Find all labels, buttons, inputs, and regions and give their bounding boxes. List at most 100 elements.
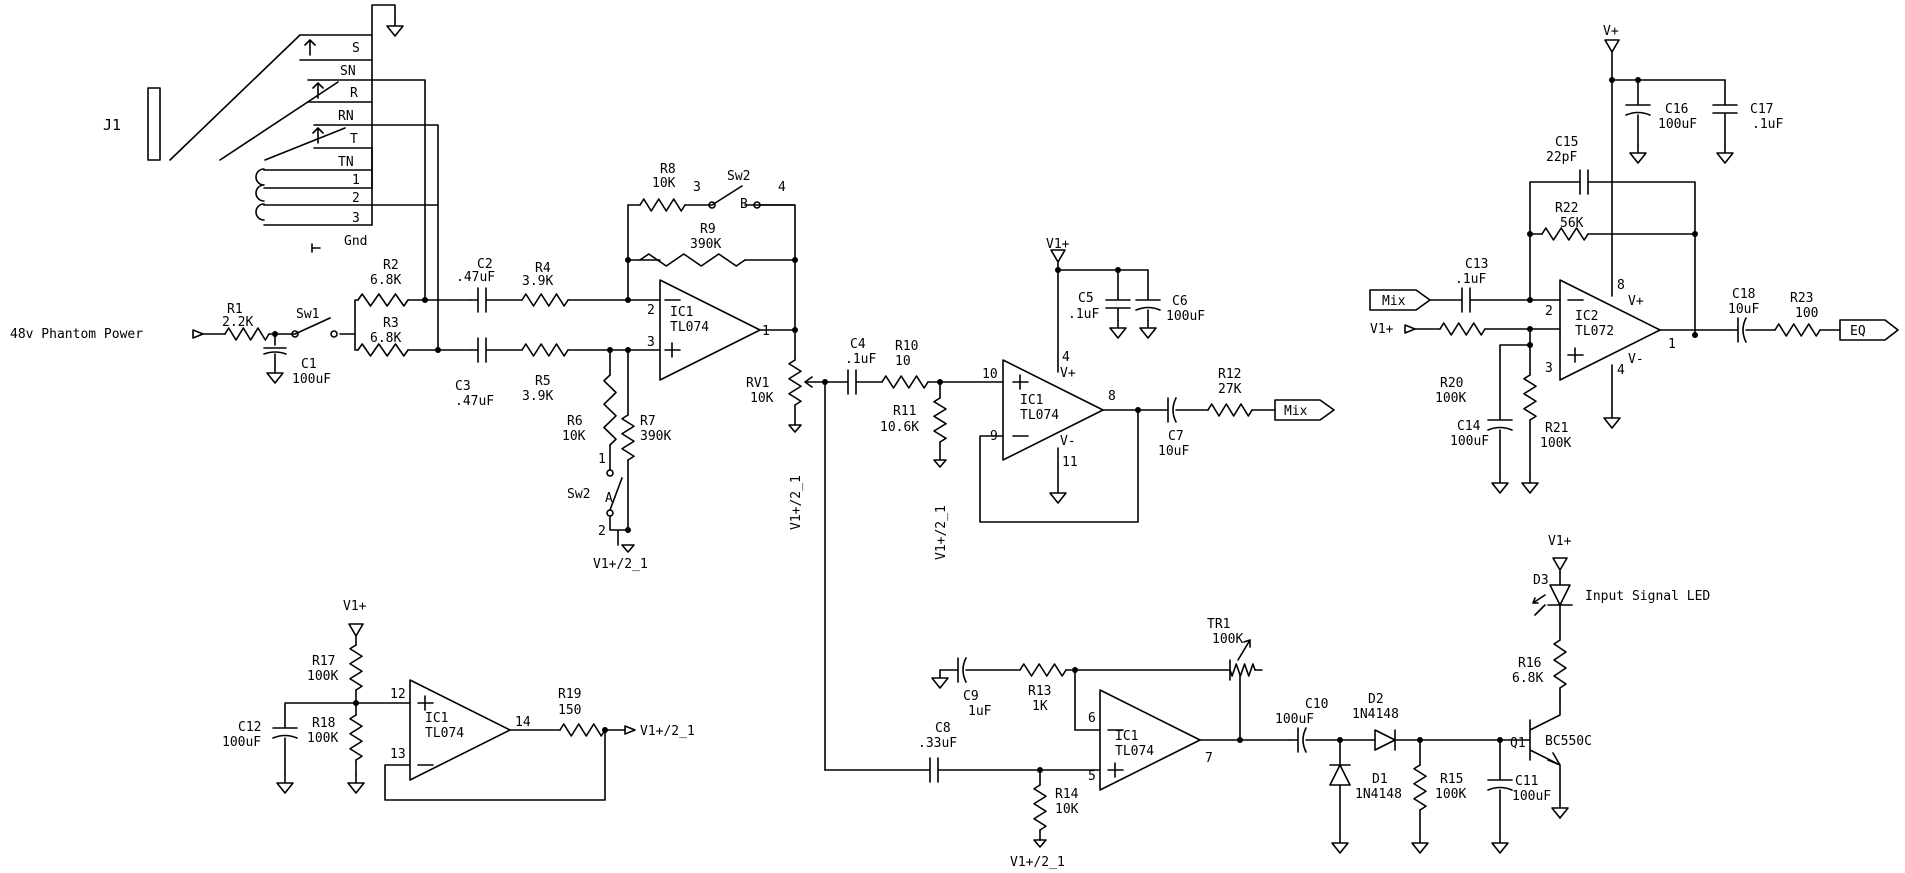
resistor-body [1439, 322, 1486, 336]
ic2-triangle [1559, 279, 1661, 381]
j1-pin-1: 1 [352, 173, 360, 188]
c15-symbol [1579, 169, 1589, 195]
r15-value: 100K [1435, 787, 1466, 802]
ic2-supply-label: V+ [1603, 24, 1619, 39]
r21-value: 100K [1540, 436, 1571, 451]
ic2-vp: V+ [1628, 294, 1644, 309]
junction-dot [1417, 737, 1423, 743]
sw2a-sub: A [605, 491, 613, 506]
q1-symbol [1499, 699, 1561, 801]
feedback-wires [627, 204, 796, 361]
c14-ref: C14 [1457, 419, 1481, 434]
resistor-body [881, 375, 929, 389]
led-stage: C8 .33uF R14 10K V1+/2_1 C9 1uF R13 1K I… [824, 534, 1710, 870]
resistor-body [639, 253, 746, 267]
eq-feedback-wires [1529, 181, 1696, 336]
r7-value: 390K [640, 429, 671, 444]
sw2b-sub: B [740, 197, 748, 212]
ic1b-ref: IC1 [1020, 393, 1043, 408]
j1-pin-tn: TN [338, 155, 354, 170]
ground-symbol [1551, 799, 1569, 819]
ic1b-supply-label: V1+ [1046, 237, 1070, 252]
resistor-body [357, 343, 409, 357]
ic1c-pin7: 7 [1205, 751, 1213, 766]
c13-value: .1uF [1455, 272, 1486, 287]
junction-dot [1037, 767, 1043, 773]
tr1-value: 100K [1212, 632, 1243, 647]
r19-value: 150 [558, 703, 581, 718]
ic2-pin1: 1 [1668, 337, 1676, 352]
r7-ref: R7 [640, 414, 656, 429]
r2-value: 6.8K [370, 273, 401, 288]
rv1-wiper [804, 376, 816, 388]
resistor-body [1019, 663, 1067, 677]
bias-label-1: V1+/2_1 [593, 557, 648, 572]
c2-value: .47uF [456, 270, 495, 285]
resistor-body [1541, 227, 1589, 241]
j1-shield-wire [371, 4, 396, 226]
bias-supply-arrow [348, 623, 364, 646]
eq-mix-in-label: Mix [1382, 294, 1406, 309]
r3-ref: R3 [383, 316, 399, 331]
c18-symbol [1729, 317, 1776, 343]
r5-ref: R5 [535, 374, 551, 389]
r13-value: 1K [1032, 699, 1048, 714]
mix-bias-label: V1+/2_1 [934, 505, 949, 560]
ic1c-ref: IC1 [1115, 729, 1138, 744]
r12-value: 27K [1218, 382, 1242, 397]
r18-ref: R18 [312, 716, 335, 731]
r2-ref: R2 [383, 258, 399, 273]
d1-value: 1N4148 [1355, 787, 1402, 802]
led-bias-label: V1+/2_1 [1010, 855, 1065, 870]
r8-ref: R8 [660, 162, 676, 177]
bias-divider-wires [272, 689, 411, 776]
r3-value: 6.8K [370, 331, 401, 346]
c10-ref: C10 [1305, 697, 1328, 712]
eq-v1-label: V1+ [1370, 322, 1394, 337]
sw2b-contact-3 [708, 201, 716, 209]
c8-symbol [824, 757, 1101, 783]
resistor-body [788, 359, 802, 406]
c17-ref: C17 [1750, 102, 1773, 117]
junction-dot [607, 347, 613, 353]
r1-value: 2.2K [222, 315, 253, 330]
r22-value: 56K [1560, 216, 1584, 231]
sw2a-contact-1 [606, 469, 614, 477]
ic2-part: TL072 [1575, 324, 1614, 339]
c7-value: 10uF [1158, 444, 1189, 459]
ground-symbols [266, 17, 1734, 854]
r11-value: 10.6K [880, 420, 919, 435]
junction-dot [1237, 737, 1243, 743]
input-stage: R2 6.8K R3 6.8K C2 .47uF C3 .47uF R4 3.9… [370, 162, 798, 572]
r4-ref: R4 [535, 261, 551, 276]
r4-value: 3.9K [522, 274, 553, 289]
rv1-arrow [788, 424, 802, 433]
q1-value: BC550C [1545, 734, 1592, 749]
r14-ref: R14 [1055, 787, 1079, 802]
ic1d-pin14: 14 [515, 715, 531, 730]
ic2-vn: V- [1628, 352, 1644, 367]
j1-sleeve [147, 87, 161, 161]
junction-dot [1135, 407, 1141, 413]
c4-ref: C4 [850, 337, 866, 352]
sw2a-ref: Sw2 [567, 487, 590, 502]
ground-symbol [1491, 834, 1509, 854]
ic1a-pin3: 3 [647, 335, 655, 350]
resistor-body [1229, 663, 1256, 677]
resistor-body [1207, 403, 1253, 417]
junction-dot [625, 347, 631, 353]
sw2a-pin2: 2 [598, 524, 606, 539]
c7-ref: C7 [1168, 429, 1184, 444]
ic1d-pin-marks [417, 695, 434, 766]
ic1b-pin-marks [1012, 374, 1029, 437]
ic1b-vp: V+ [1060, 366, 1076, 381]
c4-value: .1uF [845, 352, 876, 367]
bias-op-pin13: 13 [390, 747, 406, 762]
r20-value: 100K [1435, 391, 1466, 406]
ic1a-triangle [659, 279, 761, 381]
sw2b-pin4: 4 [778, 180, 786, 195]
sw1-contact [330, 330, 338, 338]
resistor-body [639, 198, 686, 212]
c2-ref: C2 [477, 257, 493, 272]
